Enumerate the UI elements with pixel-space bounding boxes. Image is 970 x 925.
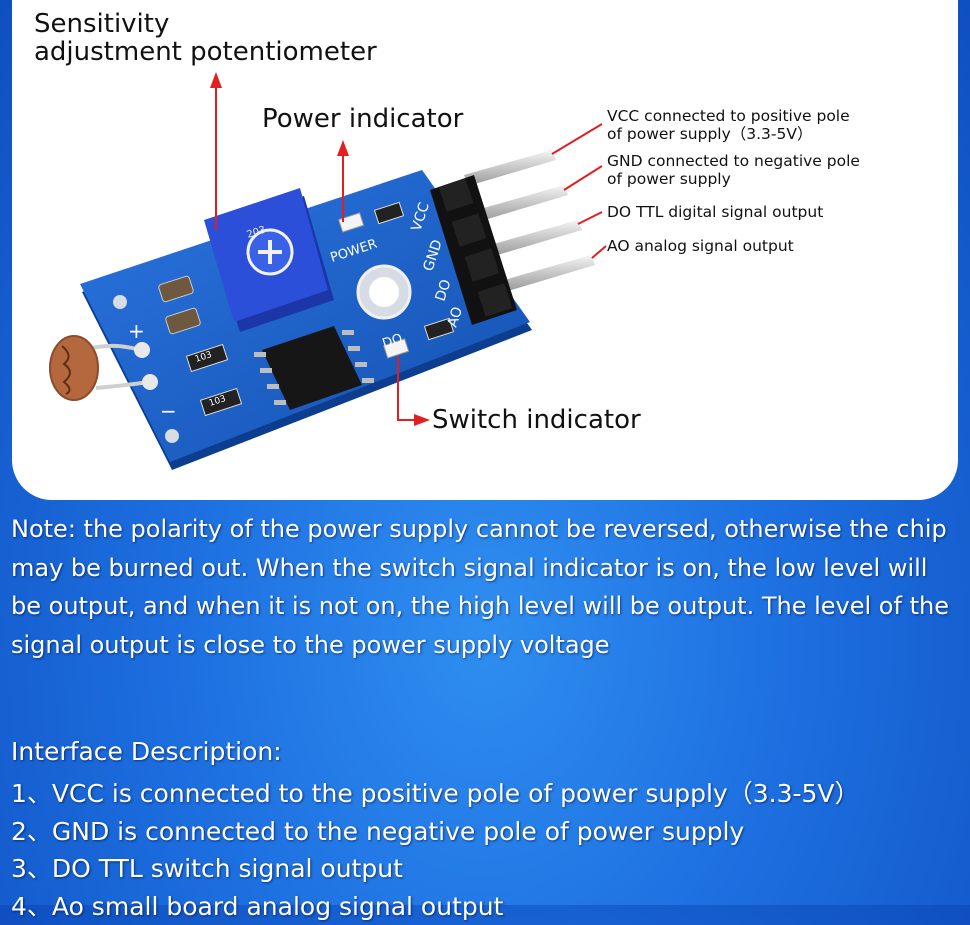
callout-switch-indicator: Switch indicator <box>432 406 641 434</box>
callout-potentiometer-line2: adjustment potentiometer <box>34 38 377 66</box>
callout-do: DO TTL digital signal output <box>607 203 823 221</box>
interface-item: 3、DO TTL switch signal output <box>11 850 860 888</box>
callout-power-indicator: Power indicator <box>262 105 463 133</box>
callout-potentiometer: Sensitivity adjustment potentiometer <box>34 10 377 66</box>
callout-vcc-line2: of power supply（3.3-5V） <box>607 125 850 143</box>
callout-gnd: GND connected to negative pole of power … <box>607 152 860 188</box>
silk-minus: − <box>160 399 177 423</box>
callout-ao: AO analog signal output <box>607 237 794 255</box>
interface-item: 2、GND is connected to the negative pole … <box>11 813 860 851</box>
callout-vcc: VCC connected to positive pole of power … <box>607 107 850 143</box>
interface-title: Interface Description: <box>11 737 282 766</box>
interface-item: 1、VCC is connected to the positive pole … <box>11 775 860 813</box>
silk-plus: + <box>128 319 145 343</box>
callout-potentiometer-line1: Sensitivity <box>34 10 377 38</box>
callout-gnd-line2: of power supply <box>607 170 860 188</box>
product-diagram-panel: 203 103 103 POWER <box>12 0 958 500</box>
interface-item: 4、Ao small board analog signal output <box>11 888 860 925</box>
polarity-note: Note: the polarity of the power supply c… <box>11 510 961 664</box>
callout-gnd-line1: GND connected to negative pole <box>607 152 860 170</box>
interface-list: 1、VCC is connected to the positive pole … <box>11 775 860 925</box>
callout-vcc-line1: VCC connected to positive pole <box>607 107 850 125</box>
